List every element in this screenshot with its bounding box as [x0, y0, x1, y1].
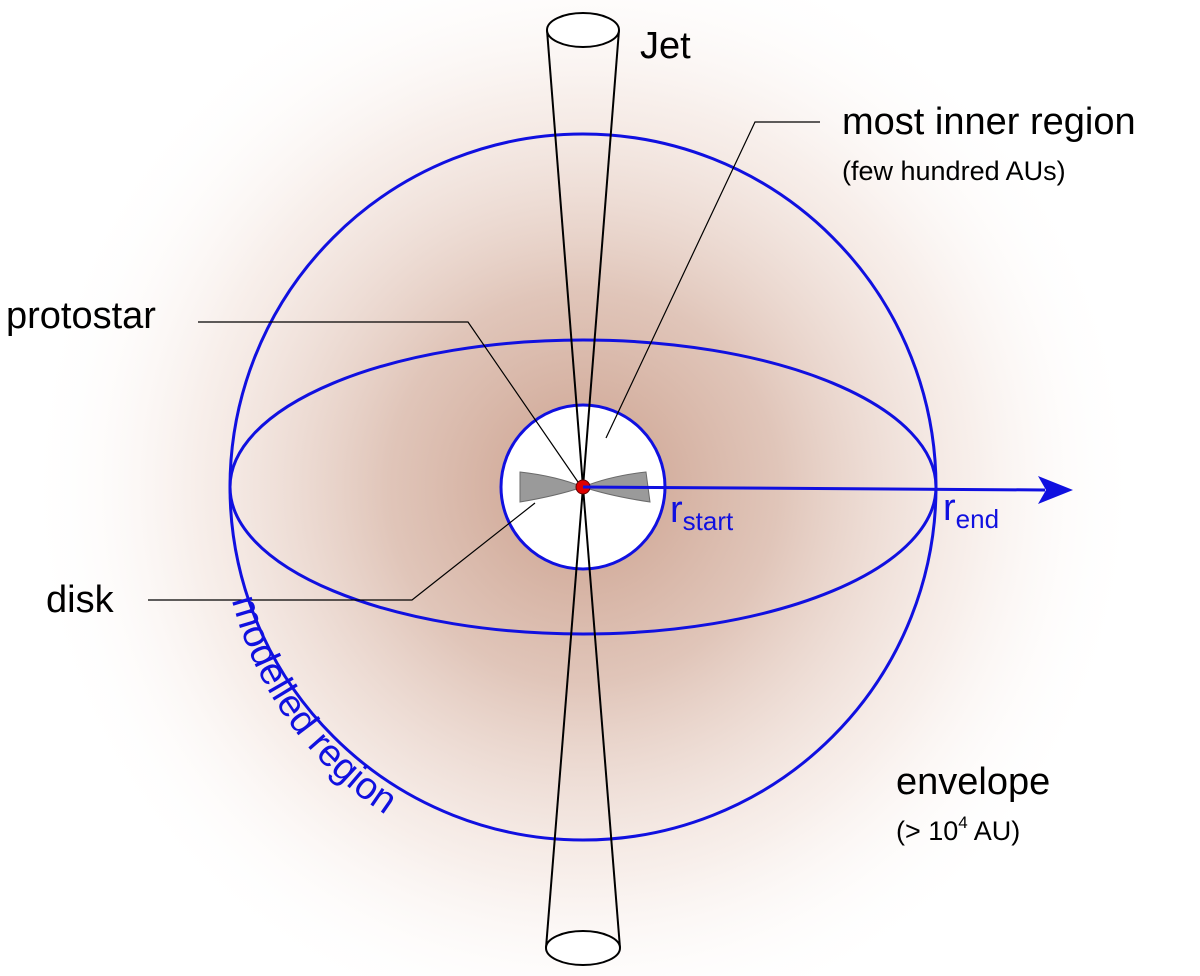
equatorial-ellipse — [228, 338, 938, 636]
r-start-base: r — [670, 489, 683, 531]
jet — [545, 12, 621, 966]
jet-label: Jet — [640, 25, 691, 67]
envelope-size-label: (> 104 AU) — [896, 813, 1020, 846]
r-end-base: r — [943, 487, 956, 529]
protostar-label: protostar — [6, 295, 156, 337]
r-end-label: rend — [943, 487, 999, 534]
r-start-label: rstart — [670, 489, 734, 536]
radius-arrow-head — [1038, 476, 1073, 504]
radius-arrow-line — [582, 485, 1046, 492]
leader-protostar — [198, 321, 579, 483]
envelope-size-exponent: 4 — [958, 813, 967, 832]
leader-disk — [148, 502, 536, 601]
envelope-size-prefix: (> 10 — [896, 816, 958, 846]
leader-inner-region — [605, 121, 820, 439]
jet-bottom-opening — [545, 930, 621, 966]
r-end-subscript: end — [956, 504, 999, 534]
inner-region-size-label: (few hundred AUs) — [842, 156, 1066, 186]
jet-top-opening — [546, 12, 620, 48]
inner-region-label: most inner region — [842, 101, 1136, 143]
disk-label: disk — [46, 579, 115, 621]
r-start-subscript: start — [683, 506, 734, 536]
envelope-label: envelope — [896, 761, 1050, 803]
envelope-size-suffix: AU) — [968, 816, 1021, 846]
